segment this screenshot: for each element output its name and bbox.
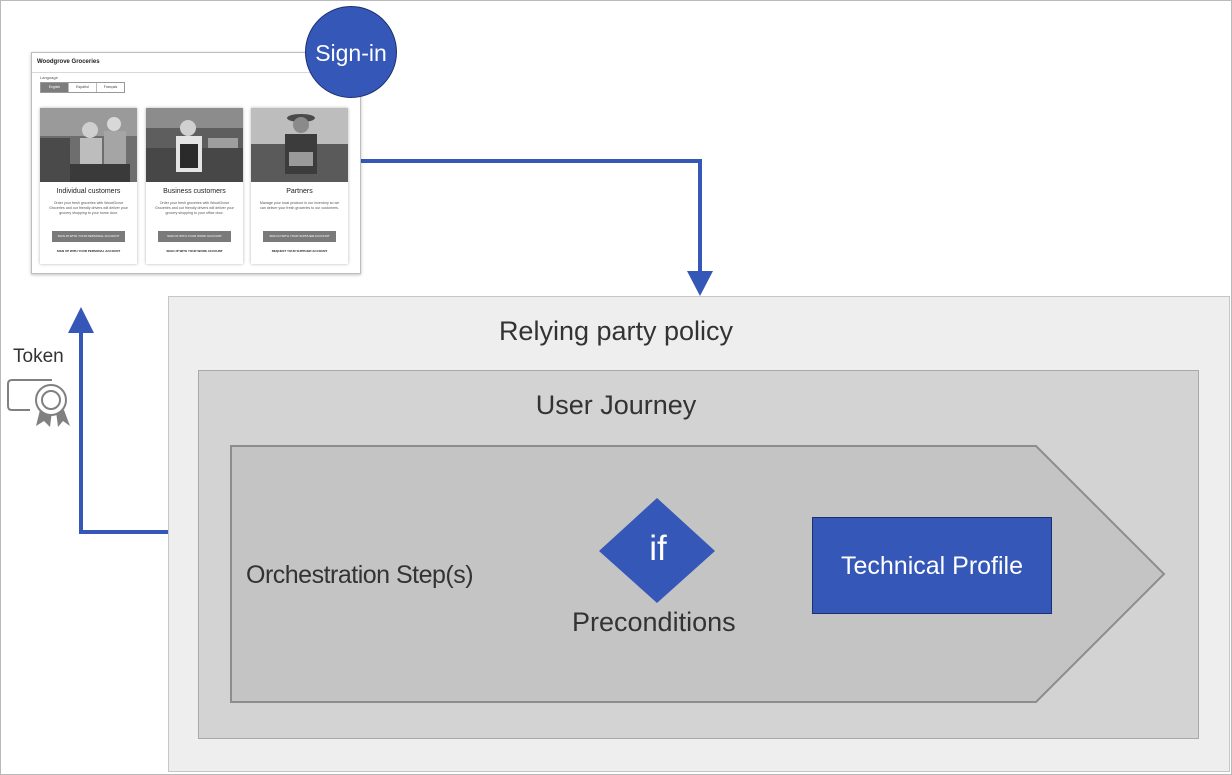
card-photo-farmer [251,108,348,182]
card-title: Partners [286,188,313,195]
card-title: Business customers [163,188,226,195]
policy-to-app-arrowhead [68,307,94,333]
card-description: Manage your local produce in our invento… [259,201,340,211]
card-partners: Partners Manage your local produce in ou… [251,108,348,264]
site-title: Woodgrove Groceries [37,59,100,65]
card-photo-shoppers [40,108,137,182]
card-description: Order your fresh groceries with WoodGrov… [155,201,234,216]
precondition-diamond [599,498,715,603]
sign-up-link[interactable]: SIGN UP WITH YOUR WORK ACCOUNT [166,249,223,253]
card-business-customers: Business customers Order your fresh groc… [146,108,243,264]
orchestration-steps-label: Orchestration Step(s) [246,561,474,589]
user-journey-label: User Journey [535,390,697,420]
sign-in-badge: Sign-in [305,6,397,98]
if-symbol: if [649,529,667,568]
language-tab-espanol[interactable]: Español [69,83,97,92]
language-tab-english[interactable]: English [41,83,69,92]
request-account-link[interactable]: REQUEST YOUR SUPPLIER ACCOUNT [271,249,328,253]
site-header: Woodgrove Groceries [32,53,360,73]
policy-to-app-connector [79,330,168,534]
technical-profile-label: Technical Profile [840,552,1024,580]
sign-in-label: Sign-in [315,40,387,66]
token-label: Token [13,346,64,367]
sign-in-button[interactable]: SIGN IN WITH YOUR PERSONAL ACCOUNT [52,231,125,242]
language-label: Language [40,75,58,80]
token-certificate-icon [7,379,70,427]
orchestration-step-shape [230,445,1166,703]
card-photo-worker [146,108,243,182]
relying-party-policy-label: Relying party policy [498,316,734,346]
woodgrove-website-preview: Woodgrove Groceries Language English Esp… [31,52,361,274]
signin-to-policy-arrowhead [687,271,713,296]
card-description: Order your fresh groceries with WoodGrov… [49,201,128,216]
language-tab-francais[interactable]: Français [103,85,118,89]
sign-in-button[interactable]: SIGN IN WITH YOUR SUPPLIER ACCOUNT [263,231,336,242]
language-selector: English Español Français [40,82,125,93]
signin-to-policy-connector [359,159,702,275]
technical-profile-box: Technical Profile [812,517,1052,614]
preconditions-label: Preconditions [572,607,736,637]
sign-in-button[interactable]: SIGN IN WITH YOUR WORK ACCOUNT [158,231,231,242]
card-individual-customers: Individual customers Order your fresh gr… [40,108,137,264]
sign-up-link[interactable]: SIGN UP WITH YOUR PERSONAL ACCOUNT [56,249,121,253]
card-title: Individual customers [56,188,121,195]
